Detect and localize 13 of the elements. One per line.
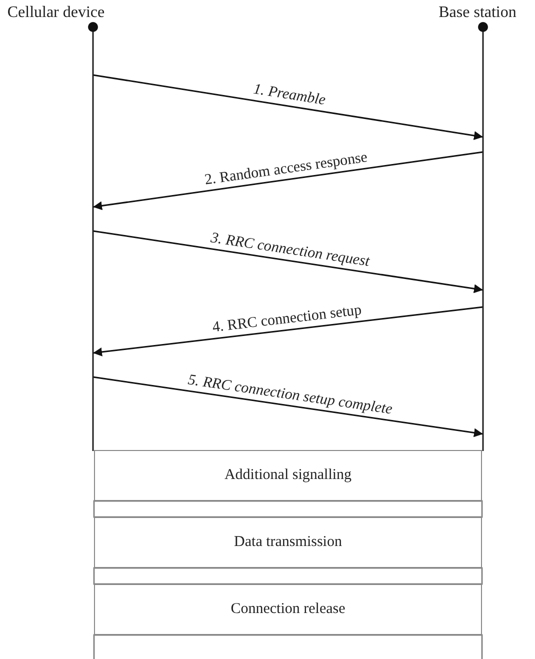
message-arrow xyxy=(92,74,484,140)
message-arrow xyxy=(92,306,484,356)
phase-label: Connection release xyxy=(230,601,346,618)
phase-label: Additional signalling xyxy=(224,467,352,484)
message-arrow xyxy=(92,151,484,210)
message-arrow xyxy=(92,376,484,438)
phase-label: Data transmission xyxy=(234,534,342,551)
participant-name: Base station xyxy=(438,4,518,22)
phase-band xyxy=(94,450,482,501)
phase-band xyxy=(94,584,482,635)
message-arrow xyxy=(92,230,484,294)
participant-name: Cellular device xyxy=(6,4,106,22)
phase-band xyxy=(94,517,482,568)
